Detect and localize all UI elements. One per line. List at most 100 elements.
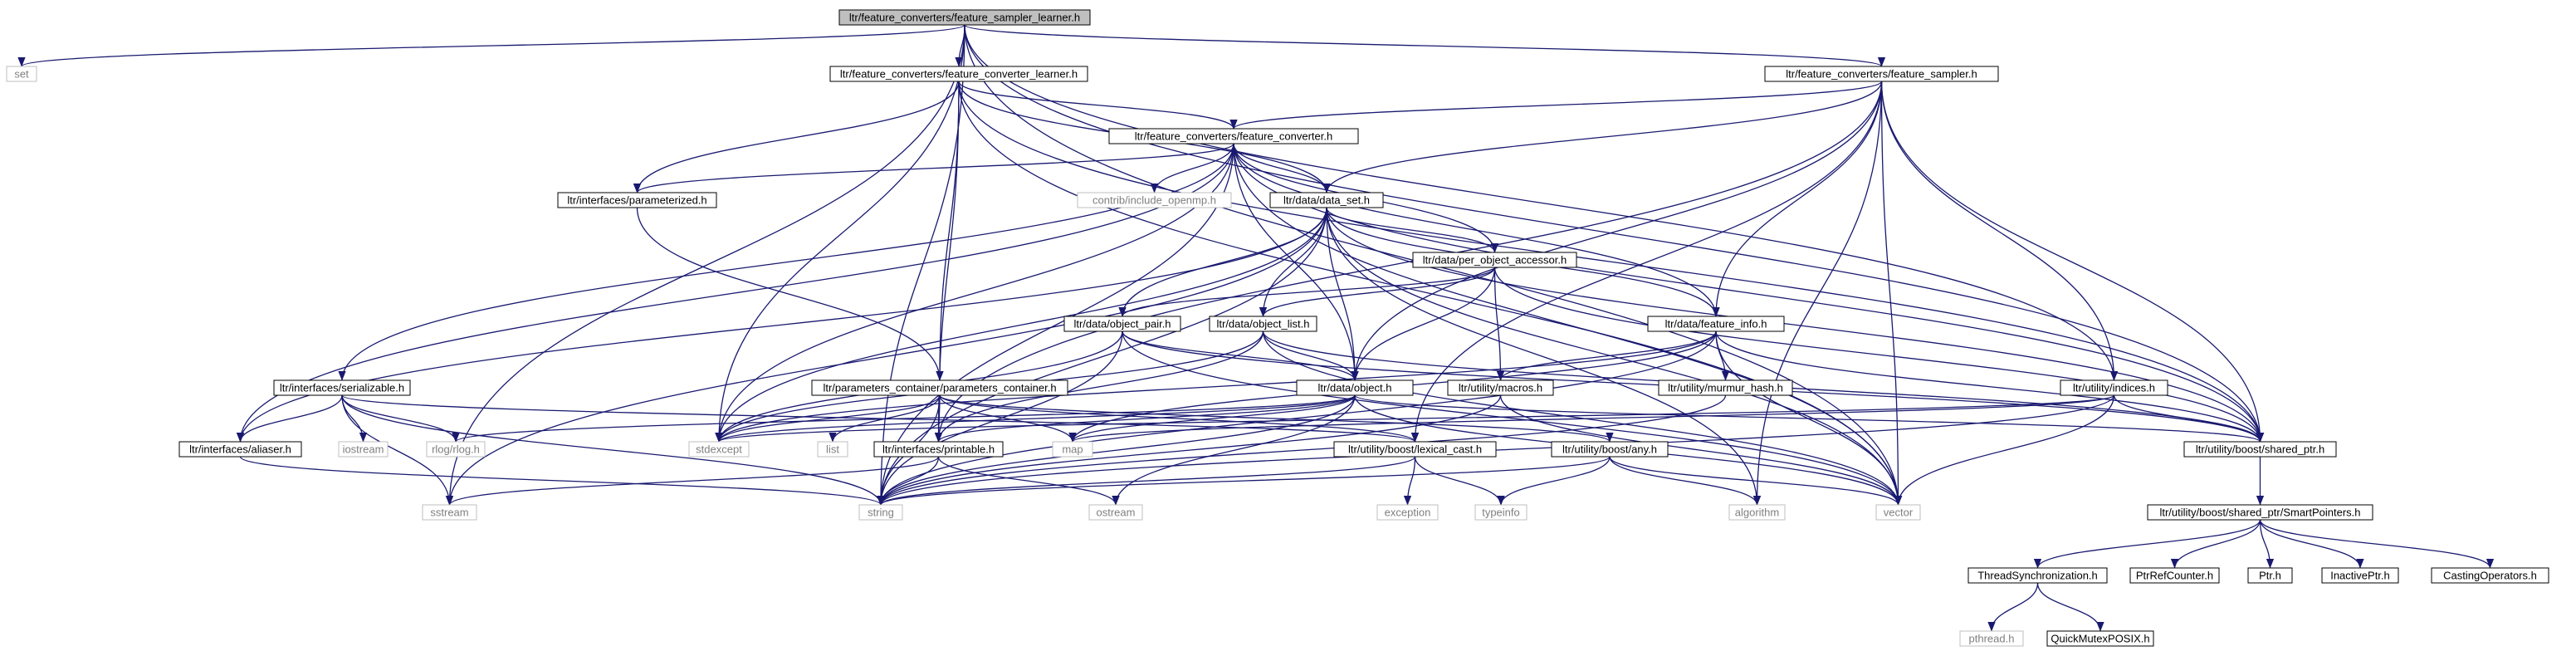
node-root[interactable]: ltr/feature_converters/feature_sampler_l… — [838, 9, 1091, 26]
edge-fc-to-omp — [1150, 143, 1234, 193]
edge-ds-to-sptr — [1326, 207, 2265, 443]
node-label: string — [868, 507, 894, 519]
node-fs[interactable]: ltr/feature_converters/feature_sampler.h — [1764, 66, 1999, 82]
edge-ds-to-obj — [1326, 207, 1359, 381]
node-label: pthread.h — [1969, 633, 2015, 645]
node-rlog: rlog/rlog.h — [426, 441, 486, 458]
edge-pc-to-stdexcept — [715, 394, 941, 443]
edge-fs-to-algorithm — [1752, 81, 1883, 506]
edge-aliaser-to-string — [239, 456, 885, 506]
node-fi[interactable]: ltr/data/feature_info.h — [1647, 316, 1785, 332]
node-box — [1474, 504, 1528, 521]
edge-fs-to-fc — [1229, 81, 1883, 130]
node-box — [858, 504, 903, 521]
node-fcl[interactable]: ltr/feature_converters/feature_converter… — [829, 66, 1088, 82]
edge-ds-to-aliaser — [236, 207, 1327, 443]
edge-any-to-vector — [1609, 456, 1903, 506]
node-box — [1967, 567, 2108, 584]
node-label: ltr/parameters_container/parameters_cont… — [823, 382, 1056, 394]
edge-root-to-fs — [964, 24, 1885, 67]
node-label: ltr/data/data_set.h — [1283, 194, 1370, 207]
edge-poa-to-macros — [1493, 267, 1505, 381]
edge-obj-to-map — [1068, 394, 1356, 443]
node-box — [1063, 316, 1181, 332]
node-box — [1269, 192, 1384, 208]
node-box — [1647, 316, 1785, 332]
node-lexcast[interactable]: ltr/utility/boost/lexical_cast.h — [1333, 441, 1497, 458]
node-box — [1551, 441, 1669, 458]
node-label: list — [826, 443, 839, 456]
edge-macros-to-string — [877, 394, 1502, 506]
node-box — [1875, 504, 1921, 521]
edge-ds-to-algorithm — [1326, 207, 1762, 506]
edge-printable-to-sstream — [446, 456, 940, 506]
node-murmur[interactable]: ltr/utility/murmur_hash.h — [1658, 379, 1793, 396]
node-label: typeinfo — [1482, 507, 1520, 519]
node-label: PtrRefCounter.h — [2136, 570, 2213, 582]
edge-fc-to-ds — [1233, 143, 1331, 193]
node-box — [1108, 128, 1359, 144]
node-ser[interactable]: ltr/interfaces/serializable.h — [273, 379, 411, 396]
node-indices[interactable]: ltr/utility/indices.h — [2060, 379, 2168, 396]
edge-smart-to-thread — [2033, 519, 2261, 569]
node-label: algorithm — [1735, 507, 1779, 519]
edge-any-to-string — [877, 456, 1611, 506]
node-fc[interactable]: ltr/feature_converters/feature_converter… — [1108, 128, 1359, 144]
node-vector: vector — [1875, 504, 1921, 521]
node-typeinfo: typeinfo — [1474, 504, 1528, 521]
node-box — [1412, 252, 1577, 268]
edge-ds-to-poa — [1326, 207, 1499, 253]
node-omp: contrib/include_openmp.h — [1077, 192, 1232, 208]
node-box — [1052, 441, 1093, 458]
node-box — [1376, 504, 1439, 521]
node-thread[interactable]: ThreadSynchronization.h — [1967, 567, 2108, 584]
dependency-edges — [17, 24, 2495, 632]
node-param[interactable]: ltr/interfaces/parameterized.h — [557, 192, 717, 208]
node-aliaser[interactable]: ltr/interfaces/aliaser.h — [178, 441, 302, 458]
node-box — [338, 441, 389, 458]
node-label: vector — [1884, 507, 1914, 519]
node-any[interactable]: ltr/utility/boost/any.h — [1551, 441, 1669, 458]
edge-smart-to-cast — [2259, 519, 2495, 569]
edge-root-to-indices — [964, 24, 2119, 381]
node-box — [2129, 567, 2220, 584]
node-qm[interactable]: QuickMutexPOSIX.h — [2046, 630, 2154, 647]
node-box — [2046, 630, 2154, 647]
node-box — [1959, 630, 2024, 647]
node-iptr[interactable]: InactivePtr.h — [2321, 567, 2399, 584]
node-label: rlog/rlog.h — [432, 443, 480, 456]
node-sptr[interactable]: ltr/utility/boost/shared_ptr.h — [2183, 441, 2337, 458]
node-label: ltr/interfaces/printable.h — [882, 443, 995, 456]
node-ol[interactable]: ltr/data/object_list.h — [1209, 316, 1317, 332]
edge-printable-to-ostream — [937, 456, 1120, 506]
edge-smart-to-prc — [2170, 519, 2261, 569]
node-pc[interactable]: ltr/parameters_container/parameters_cont… — [811, 379, 1068, 396]
edge-smart-to-ptr — [2259, 519, 2275, 569]
node-box — [1333, 441, 1497, 458]
node-label: ltr/utility/boost/shared_ptr.h — [2196, 443, 2324, 456]
edge-ser-to-aliaser — [236, 394, 343, 443]
node-label: ostream — [1097, 507, 1136, 519]
node-box — [178, 441, 302, 458]
node-macros[interactable]: ltr/utility/macros.h — [1447, 379, 1554, 396]
node-box — [426, 441, 486, 458]
node-prc[interactable]: PtrRefCounter.h — [2129, 567, 2220, 584]
edge-ol-to-obj — [1262, 330, 1359, 381]
node-op[interactable]: ltr/data/object_pair.h — [1063, 316, 1181, 332]
edge-obj-to-ostream — [1112, 394, 1356, 506]
edge-fc-to-string — [877, 143, 1234, 506]
node-obj[interactable]: ltr/data/object.h — [1296, 379, 1414, 396]
edge-op-to-obj — [1122, 330, 1359, 381]
node-box — [2147, 504, 2373, 521]
edge-poa-to-ol — [1259, 267, 1496, 317]
edge-smart-to-iptr — [2259, 519, 2364, 569]
node-ds[interactable]: ltr/data/data_set.h — [1269, 192, 1384, 208]
node-smart[interactable]: ltr/utility/boost/shared_ptr/SmartPointe… — [2147, 504, 2373, 521]
edge-fc-to-fi — [1233, 143, 1720, 317]
edge-ser-to-string — [341, 394, 885, 506]
node-cast[interactable]: CastingOperators.h — [2431, 567, 2549, 584]
node-ptr[interactable]: Ptr.h — [2247, 567, 2293, 584]
node-printable[interactable]: ltr/interfaces/printable.h — [873, 441, 1004, 458]
node-poa[interactable]: ltr/data/per_object_accessor.h — [1412, 252, 1577, 268]
edge-obj-to-rlog — [452, 394, 1356, 443]
